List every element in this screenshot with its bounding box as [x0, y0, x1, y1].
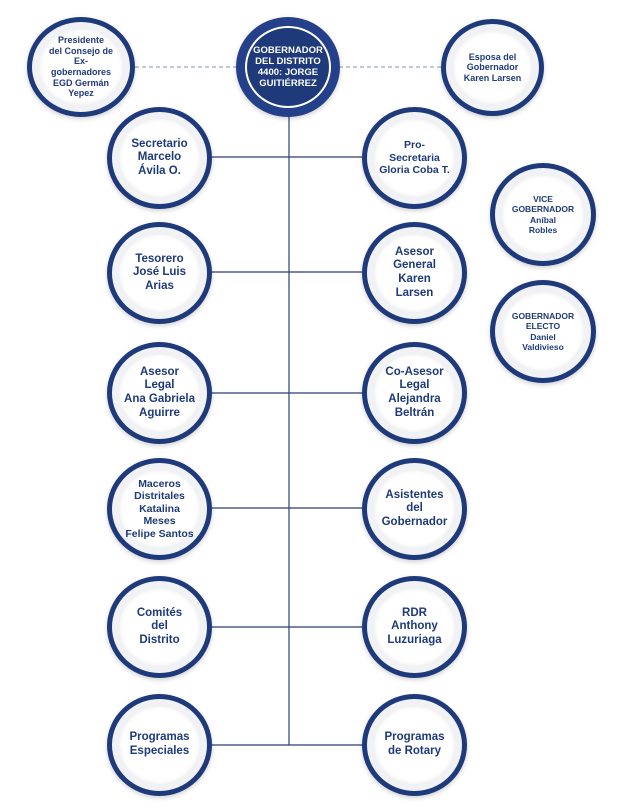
node-label: Comités del Distrito — [136, 606, 183, 646]
node-vice-governor: VICE GOBERNADOR Aníbal Robles — [490, 163, 596, 266]
node-label: Programas Especiales — [129, 731, 190, 757]
node-rotary-programs: Programas de Rotary — [362, 694, 467, 796]
node-label: RDR Anthony Luzuriaga — [387, 606, 442, 646]
node-district-committees: Comités del Distrito — [107, 576, 212, 678]
node-special-programs: Programas Especiales — [107, 694, 212, 796]
node-label: Presidente del Consejo de Ex-gobernadore… — [48, 35, 113, 99]
node-label: Tesorero José Luis Arias — [132, 252, 187, 292]
node-secretary: Secretario Marcelo Ávila O. — [107, 107, 212, 209]
node-label: Asesor General Karen Larsen — [393, 245, 436, 299]
node-label: GOBERNADOR ELECTO Daniel Valdivieso — [511, 311, 575, 352]
node-label: Maceros Distritales Katalina Meses Felip… — [125, 478, 194, 540]
node-label: Asesor Legal Ana Gabriela Aguirre — [124, 365, 195, 419]
node-treasurer: Tesorero José Luis Arias — [107, 222, 212, 324]
node-district-maceros: Maceros Distritales Katalina Meses Felip… — [107, 458, 212, 560]
node-label: Esposa del Gobernador Karen Larsen — [463, 51, 522, 83]
node-label: VICE GOBERNADOR Aníbal Robles — [511, 194, 575, 235]
node-co-legal-advisor: Co-Asesor Legal Alejandra Beltrán — [362, 342, 467, 444]
node-district-governor: GOBERNADOR DEL DISTRITO 4400: JORGE GUIT… — [236, 17, 340, 117]
node-label: Secretario Marcelo Ávila O. — [131, 137, 188, 177]
node-label: Asistentes del Gobernador — [381, 488, 448, 528]
node-legal-advisor: Asesor Legal Ana Gabriela Aguirre — [107, 342, 212, 444]
node-governor-elect: GOBERNADOR ELECTO Daniel Valdivieso — [490, 280, 596, 383]
node-label: GOBERNADOR DEL DISTRITO 4400: JORGE GUIT… — [253, 44, 323, 90]
node-label: Co-Asesor Legal Alejandra Beltrán — [385, 365, 444, 419]
node-general-advisor: Asesor General Karen Larsen — [362, 222, 467, 324]
node-rdr: RDR Anthony Luzuriaga — [362, 576, 467, 678]
node-pro-secretary: Pro-Secretaria Gloria Coba T. — [362, 107, 467, 209]
node-former-governors-council: Presidente del Consejo de Ex-gobernadore… — [27, 17, 135, 117]
node-governor-assistants: Asistentes del Gobernador — [362, 458, 467, 560]
node-governor-spouse: Esposa del Gobernador Karen Larsen — [441, 19, 544, 116]
node-label: Programas de Rotary — [384, 731, 445, 757]
node-label: Pro-Secretaria Gloria Coba T. — [379, 139, 450, 177]
